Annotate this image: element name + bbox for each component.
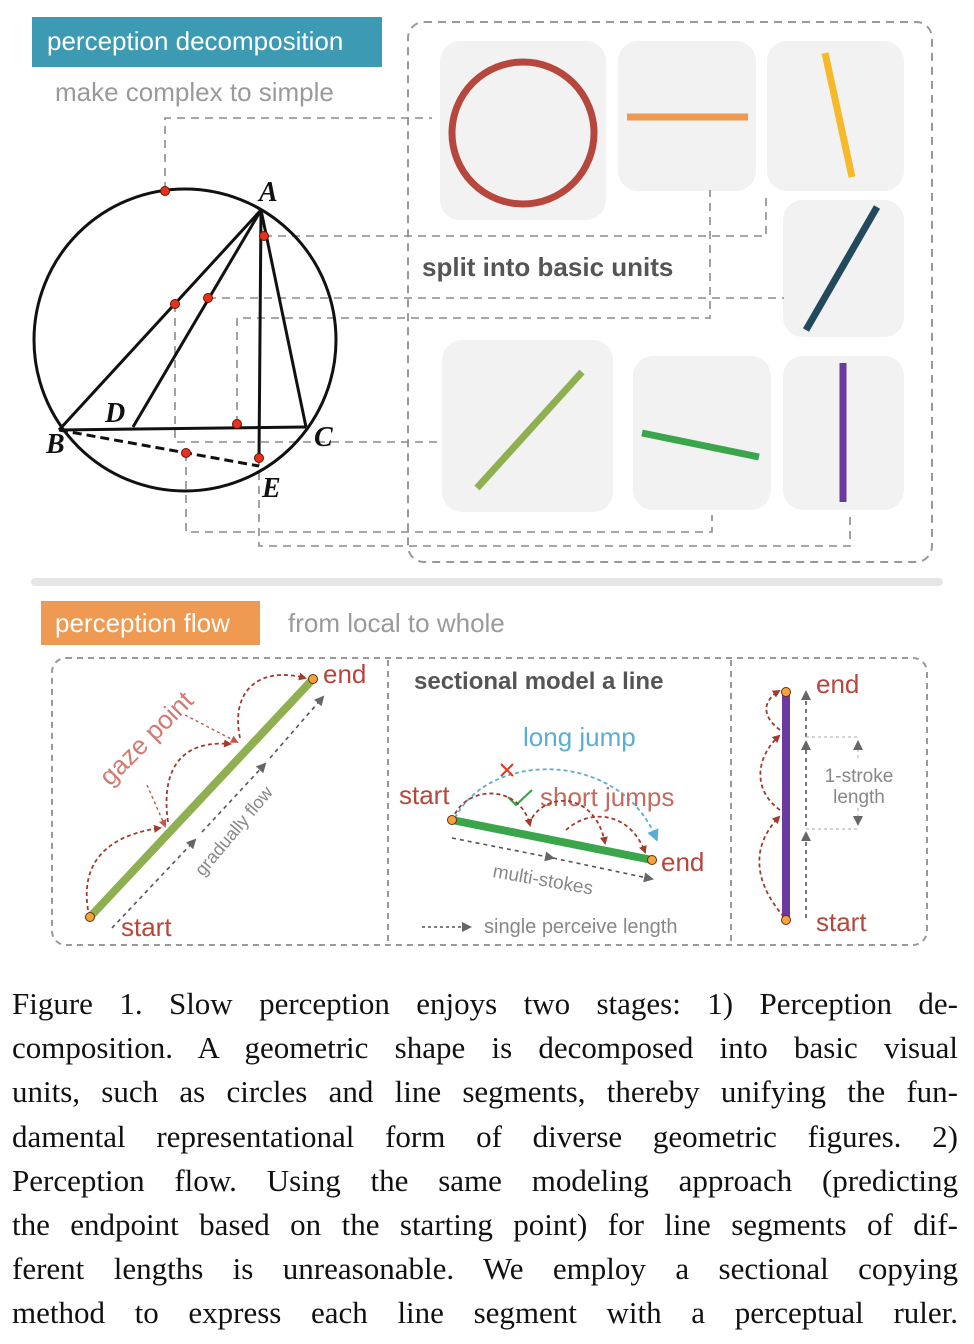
figure-caption: Figure 1. Slow perception enjoys two sta… <box>12 982 958 1336</box>
caption-line: Figure 1. Slow perception enjoys two sta… <box>12 986 958 1021</box>
check-mark <box>507 789 533 807</box>
section-divider <box>31 578 943 586</box>
legend-label: single perceive length <box>484 916 677 938</box>
unit-tiles <box>440 41 904 512</box>
unit-olive-line <box>474 369 585 491</box>
unit-navy-line <box>802 205 881 332</box>
point-label-a: A <box>257 177 278 208</box>
wrong-mark <box>500 763 514 777</box>
caption-line: the endpoint based on the starting point… <box>12 1207 958 1243</box>
flow-panel-gaze: gaze point gradually flow start end <box>85 659 366 942</box>
figure-circle <box>32 187 338 493</box>
stroke-length-label-1: 1-stroke <box>825 766 894 787</box>
decomposition-subtitle: make complex to simple <box>55 77 334 107</box>
panel2-end-label: end <box>661 847 704 877</box>
tile-olive <box>442 340 613 512</box>
decomposition-title-bg <box>32 17 382 67</box>
multi-stokes-label: multi-stokes <box>491 861 594 899</box>
decomposition-title: perception decomposition <box>47 26 343 56</box>
geometry-figure <box>32 187 338 493</box>
olive-segment <box>87 676 316 920</box>
figure-1: perception decomposition make complex to… <box>31 17 943 946</box>
flow-container <box>51 657 928 946</box>
long-jump-arrow <box>454 768 659 842</box>
caption-line: ferent lengths is unreasonable. We emplo… <box>12 1251 958 1287</box>
sectional-heading: sectional model a line <box>414 668 663 695</box>
caption-line: Perception flow. Using the same modeling… <box>12 1162 958 1198</box>
stroke-length-label-2: length <box>833 787 885 808</box>
unit-yellow-line <box>821 52 856 178</box>
panel2-start-label: start <box>399 780 450 810</box>
tile-green <box>633 356 771 510</box>
split-label: split into basic units <box>422 252 673 282</box>
caption-line: units, such as circles and line segments… <box>12 1074 958 1110</box>
point-label-c: C <box>314 422 333 453</box>
unit-circle <box>448 58 598 208</box>
green-segment <box>451 816 653 864</box>
flow-panel-ruler: 1-stroke length end start <box>758 669 894 937</box>
point-label-e: E <box>261 473 281 504</box>
tile-circle <box>440 41 606 220</box>
long-jump-label: long jump <box>523 722 636 752</box>
flow-title-bg <box>41 601 260 645</box>
units-container <box>407 21 933 563</box>
caption-line: method to express each line segment with… <box>12 1295 958 1331</box>
gaze-point-label: gaze point <box>93 685 200 792</box>
decomposition-section: perception decomposition make complex to… <box>32 17 933 563</box>
flow-panel-sectional: sectional model a line long jump short j… <box>399 668 704 938</box>
panel3-start-label: start <box>816 907 867 937</box>
short-jumps-label: short jumps <box>540 782 674 812</box>
point-label-b: B <box>45 429 65 460</box>
flow-subtitle: from local to whole <box>288 608 505 638</box>
flow-title: perception flow <box>55 608 230 638</box>
unit-green-line <box>641 429 760 461</box>
point-label-d: D <box>104 398 125 429</box>
caption-line: composition. A geometric shape is decomp… <box>12 1030 958 1066</box>
panel3-end-label: end <box>816 669 859 699</box>
panel1-start-label: start <box>121 912 172 942</box>
figure-points <box>160 186 269 463</box>
flow-section: perception flow from local to whole <box>41 601 928 946</box>
caption-line: damental representational form of divers… <box>12 1118 958 1154</box>
connector-lines <box>164 117 851 547</box>
panel1-end-label: end <box>323 659 366 689</box>
